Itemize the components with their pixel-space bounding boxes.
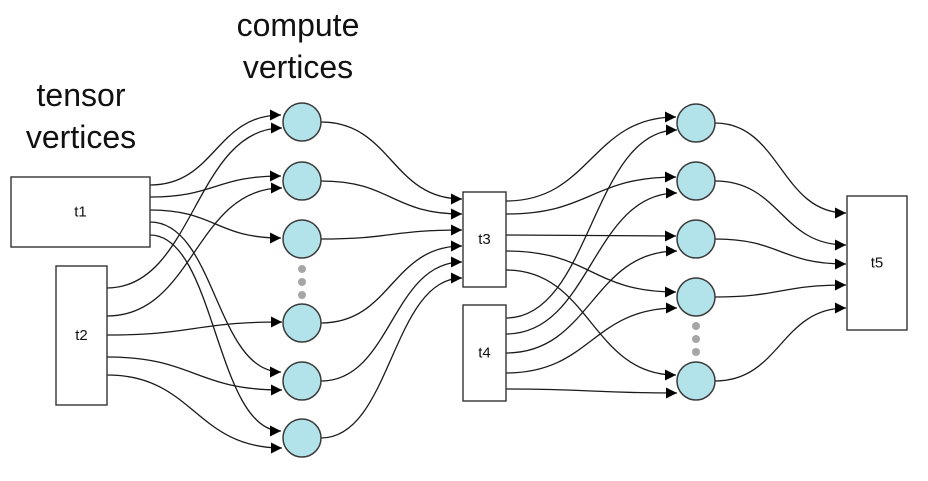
edge-t2-to-c1 <box>106 122 283 289</box>
compute-vertex-d2 <box>676 161 716 201</box>
tensor-vertices: t1 t2 t3 t4 t5 <box>10 176 908 406</box>
edge-t1-to-c6 <box>149 234 282 437</box>
edge-d4-to-t5 <box>714 279 847 298</box>
edge-t2-to-c5 <box>106 356 283 396</box>
edge-t4-to-d4 <box>505 302 678 374</box>
tensor-label-t3: t3 <box>478 231 491 248</box>
compute-vertices-label: compute vertices <box>218 4 378 88</box>
tensor-vertex-t4: t4 <box>462 304 507 402</box>
tensor-vertex-t5: t5 <box>846 195 908 331</box>
compute-vertices-label-line1: compute <box>236 7 360 43</box>
edge-d2-to-t5 <box>714 180 847 251</box>
compute-vertex-c6 <box>282 418 322 458</box>
tensor-box-t3 <box>462 191 507 288</box>
edge-d1-to-t5 <box>714 122 847 219</box>
edge-t3-to-d1 <box>505 111 677 202</box>
compute-vertex-d4 <box>676 277 716 317</box>
ellipsis-dot-c-3 <box>298 291 306 299</box>
tensor-label-t4: t4 <box>478 345 491 362</box>
edge-c3-to-t3 <box>320 224 463 240</box>
edge-d3-to-t5 <box>714 238 847 270</box>
compute-vertices <box>282 102 716 458</box>
tensor-label-t2: t2 <box>75 327 88 344</box>
edge-t2-to-c6 <box>106 374 283 454</box>
edge-t3-to-d3 <box>505 230 677 242</box>
edge-t1-to-c2 <box>149 170 282 198</box>
edge-t4-to-d3 <box>505 245 678 354</box>
ellipsis-dot-c-2 <box>298 278 306 286</box>
tensor-vertices-label: tensor vertices <box>0 74 162 158</box>
compute-vertex-c3 <box>282 219 322 259</box>
tensor-box-t2 <box>55 265 108 406</box>
edge-c1-to-t3 <box>320 121 463 205</box>
ellipsis-dot-d-2 <box>692 335 700 343</box>
compute-vertices-label-line2: vertices <box>242 49 354 85</box>
edge-c4-to-t3 <box>320 240 463 324</box>
tensor-label-t5: t5 <box>871 255 884 272</box>
edge-t1-to-c5 <box>149 221 282 378</box>
tensor-box-t4 <box>462 304 507 402</box>
edge-t4-to-d5 <box>505 387 678 399</box>
edge-c6-to-t3 <box>320 272 463 439</box>
tensor-label-t1: t1 <box>74 204 87 221</box>
edge-t1-to-c1 <box>149 109 282 186</box>
tensor-box-t1 <box>10 176 151 248</box>
compute-vertex-c5 <box>282 361 322 401</box>
edge-c2-to-t3 <box>320 180 463 220</box>
edge-t3-to-d4 <box>505 250 677 298</box>
compute-vertex-d5 <box>676 361 716 401</box>
tensor-vertex-t1: t1 <box>10 176 151 248</box>
ellipsis-dot-d-1 <box>692 322 700 330</box>
edge-t4-to-d1 <box>505 124 678 319</box>
compute-vertex-d1 <box>676 103 716 143</box>
edge-c5-to-t3 <box>320 256 463 382</box>
ellipsis-dot-c-1 <box>298 265 306 273</box>
tensor-vertex-t3: t3 <box>462 191 507 288</box>
edges <box>106 109 847 454</box>
edge-t2-to-c2 <box>106 182 283 317</box>
compute-vertex-c4 <box>282 303 322 343</box>
edge-d5-to-t5 <box>714 302 847 382</box>
edge-t2-to-c4 <box>106 316 283 336</box>
compute-vertex-c2 <box>282 161 322 201</box>
edge-t3-to-d5 <box>505 269 677 381</box>
ellipsis-dot-d-3 <box>692 348 700 356</box>
edge-t3-to-d2 <box>505 171 677 215</box>
compute-vertex-d3 <box>676 219 716 259</box>
tensor-vertex-t2: t2 <box>55 265 108 406</box>
tensor-box-t5 <box>846 195 908 331</box>
edge-t4-to-d2 <box>505 187 678 335</box>
compute-vertex-c1 <box>282 102 322 142</box>
tensor-vertices-label-line2: vertices <box>25 119 137 155</box>
tensor-vertices-label-line1: tensor <box>36 77 126 113</box>
